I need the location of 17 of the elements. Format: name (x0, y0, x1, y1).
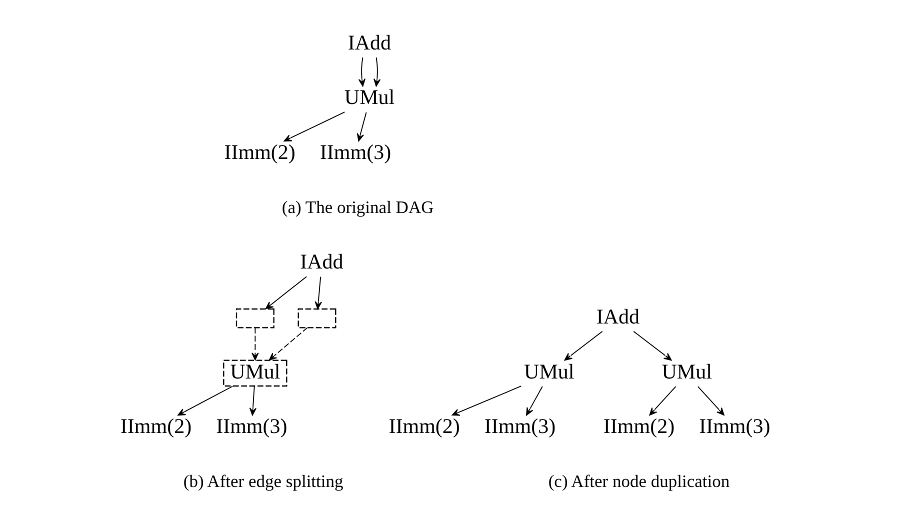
node-text: IAdd (300, 250, 344, 274)
node-text: UMul (524, 359, 574, 384)
node-text: IAdd (348, 30, 392, 54)
node-text: IImm(3) (320, 140, 392, 164)
node-text: IAdd (596, 304, 640, 328)
node-text: IImm(3) (216, 414, 288, 438)
label: (b) After edge splitting (183, 470, 344, 491)
label: (a) The original DAG (282, 196, 434, 217)
node-text: UMul (662, 359, 712, 384)
node-text: UMul (344, 85, 395, 110)
node-text: IImm(2) (224, 140, 296, 164)
node-text: IImm(2) (388, 414, 460, 438)
node-text: IImm(3) (484, 414, 556, 438)
node-text: IImm(3) (699, 414, 770, 438)
label: (c) After node duplication (548, 470, 730, 491)
node-text: IImm(2) (603, 414, 675, 438)
node-text: IImm(2) (120, 414, 192, 438)
